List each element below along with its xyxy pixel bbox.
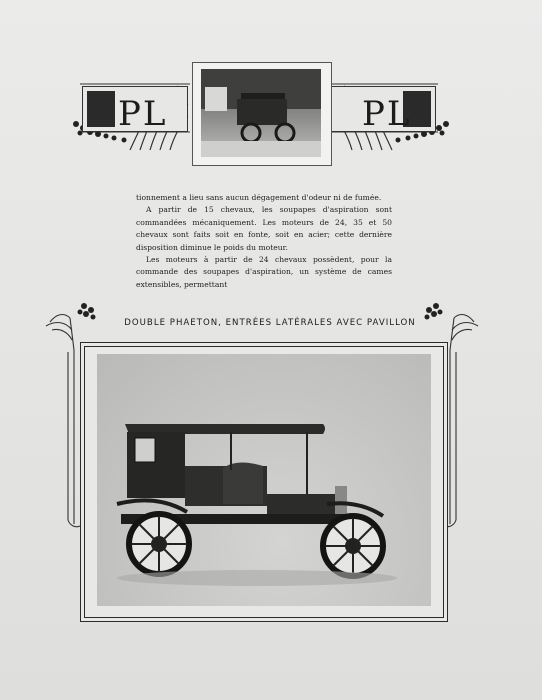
plate-caption: DOUBLE PHAETON, ENTRÉES LATÉRALES AVEC P… [124,318,416,328]
monogram-panel-left [82,86,188,132]
paragraph-3: Les moteurs à partir de 24 chevaux possè… [136,255,392,289]
berry-cluster-left [77,303,96,320]
double-phaeton-car-image [116,424,397,586]
lotus-ornament-right [443,313,479,528]
header-photograph [192,62,332,166]
paragraph-1: tionnement a lieu sans aucun dégagement … [136,193,382,202]
monogram-right: PL [362,94,412,134]
berry-cluster-right [424,303,443,320]
rear-wheel [126,511,192,577]
car-in-garden-image [201,69,321,157]
lotus-ornament-left [45,313,81,528]
automobile-photograph [97,354,431,606]
monogram-panel-right [330,86,436,132]
paragraph-2: A partir de 15 chevaux, les soupapes d'a… [136,205,392,252]
body-text-block: tionnement a lieu sans aucun dégagement … [136,192,392,291]
plate-frame-inner [84,346,444,618]
front-wheel [320,513,386,579]
flower-cluster-right [395,121,449,143]
monogram-left: PL [118,94,168,134]
